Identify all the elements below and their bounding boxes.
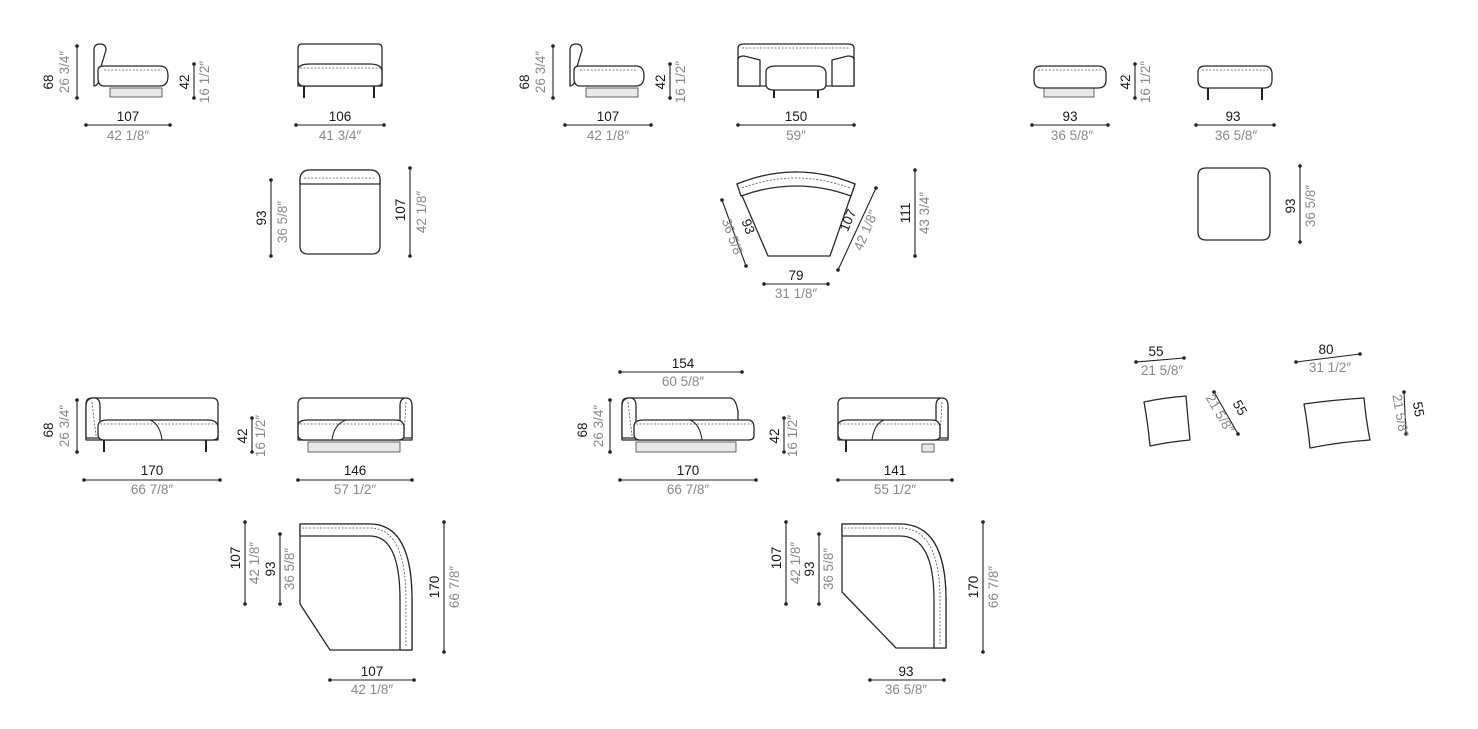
module-4-depth-cm: 146	[344, 463, 367, 478]
module-3-front-view	[1194, 65, 1276, 127]
module-5-width-in: 66 7/8″	[667, 482, 710, 497]
module-5-plan-a-in: 42 1/8″	[788, 542, 803, 585]
module-1-height-in: 26 3/4″	[57, 51, 72, 94]
module-4-plan-c-in: 66 7/8″	[447, 566, 462, 609]
module-5-side-view	[836, 397, 954, 482]
module-1-width-in: 41 3/4″	[319, 128, 362, 143]
module-5-top-in: 60 5/8″	[662, 374, 705, 389]
module-1: 68 26 3/4″ 42 16 1/2″ 107 42 1/8″ 106 41…	[41, 43, 429, 258]
module-2-height-cm: 68	[517, 74, 532, 89]
module-2-plan-depth-cm: 111	[898, 203, 913, 224]
module-3-side-view	[1030, 62, 1137, 127]
module-3: 42 16 1/2″ 93 36 5/8″ 93 36 5/8″ 93 36 5…	[1030, 61, 1318, 244]
module-5-plan-b-cm: 93	[802, 561, 817, 576]
module-2-plan-depth-in: 43 3/4″	[917, 192, 932, 235]
cushion-large-width-cm: 80	[1318, 342, 1333, 357]
module-1-seat-cm: 42	[177, 74, 192, 89]
module-5-seat-cm: 42	[767, 428, 782, 443]
module-3-plan-depth-in: 36 5/8″	[1303, 185, 1318, 228]
module-3-depth-cm: 93	[1062, 109, 1077, 124]
module-5-plan-b-in: 36 5/8″	[821, 548, 836, 591]
module-3-width-in: 36 5/8″	[1215, 128, 1258, 143]
module-1-plan-depth2-cm: 107	[393, 199, 408, 222]
module-3-plan-depth-cm: 93	[1283, 198, 1298, 213]
module-5: 154 60 5/8″ 68 26 3/4″ 42 16 1/2″ 170 66…	[575, 356, 1001, 697]
cushion-large	[1294, 352, 1408, 449]
module-4-plan-width-cm: 107	[361, 664, 384, 679]
module-2-side-view	[551, 43, 672, 127]
module-2-plan-view	[720, 168, 917, 286]
module-5-plan-c-cm: 170	[966, 576, 981, 599]
module-1-plan-depth-cm: 93	[254, 210, 269, 225]
module-4: 68 26 3/4″ 170 66 7/8″ 42 16 1/2″ 146 57…	[41, 397, 462, 697]
module-4-plan-b-in: 36 5/8″	[282, 548, 297, 591]
module-5-depth-cm: 141	[884, 463, 907, 478]
module-5-front-view	[608, 370, 786, 482]
module-4-height-cm: 68	[41, 422, 56, 437]
cushion-large-width-in: 31 1/2″	[1309, 360, 1352, 375]
cushion-small-width-cm: 55	[1148, 344, 1163, 359]
module-2-depth-in: 42 1/8″	[587, 128, 630, 143]
cushion-small-height-in: 21 5/8″	[1203, 392, 1237, 436]
module-2-width-in: 59″	[786, 128, 806, 143]
module-2-depth-cm: 107	[597, 109, 620, 124]
module-5-plan-width-cm: 93	[898, 664, 913, 679]
module-5-height-in: 26 3/4″	[591, 405, 606, 448]
module-4-plan-a-in: 42 1/8″	[247, 542, 262, 585]
module-1-depth-cm: 107	[117, 109, 140, 124]
module-5-width-cm: 170	[677, 463, 700, 478]
module-1-depth-in: 42 1/8″	[107, 128, 150, 143]
module-5-height-cm: 68	[575, 422, 590, 437]
module-3-width-cm: 93	[1225, 109, 1240, 124]
module-2-width-cm: 150	[785, 109, 808, 124]
module-5-top-cm: 154	[672, 356, 695, 371]
module-5-plan-c-in: 66 7/8″	[986, 566, 1001, 609]
module-4-plan-c-cm: 170	[427, 576, 442, 599]
module-4-width-cm: 170	[141, 463, 164, 478]
module-4-depth-in: 57 1/2″	[334, 482, 377, 497]
module-4-width-in: 66 7/8″	[131, 482, 174, 497]
module-4-height-in: 26 3/4″	[57, 405, 72, 448]
module-2-seat-cm: 42	[653, 74, 668, 89]
module-5-depth-in: 55 1/2″	[874, 482, 917, 497]
module-2-plan-side-a-cm: 93	[739, 217, 758, 236]
module-1-seat-in: 16 1/2″	[197, 61, 212, 104]
module-1-side-view	[75, 43, 196, 127]
module-5-plan-view	[784, 520, 985, 682]
module-1-height-cm: 68	[41, 74, 56, 89]
module-3-plan-view	[1197, 164, 1302, 244]
module-3-depth-in: 36 5/8″	[1051, 128, 1094, 143]
module-2-plan-width-cm: 79	[788, 268, 803, 283]
cushion-small-width-in: 21 5/8″	[1141, 363, 1184, 378]
module-1-plan-depth-in: 36 5/8″	[275, 201, 290, 244]
module-4-plan-view	[243, 520, 446, 682]
module-2-height-in: 26 3/4″	[533, 51, 548, 94]
module-2-plan-width-in: 31 1/8″	[775, 286, 818, 301]
cushion-small-height-cm: 55	[1230, 397, 1251, 418]
module-4-plan-width-in: 42 1/8″	[351, 682, 394, 697]
module-5-seat-in: 16 1/2″	[785, 415, 800, 458]
cushion-small	[1134, 356, 1240, 447]
module-4-front-view	[75, 397, 222, 482]
module-3-seat-cm: 42	[1118, 74, 1133, 89]
module-1-front-view	[294, 43, 386, 127]
module-5-plan-width-in: 36 5/8″	[885, 682, 928, 697]
module-5-plan-a-cm: 107	[769, 547, 784, 570]
cushion-large-height-cm: 55	[1410, 401, 1427, 418]
module-4-seat-in: 16 1/2″	[253, 415, 268, 458]
module-2-front-view	[736, 43, 856, 127]
module-4-plan-a-cm: 107	[228, 547, 243, 570]
cushion-large-height-in: 21 5/8″	[1389, 393, 1411, 437]
module-1-width-cm: 106	[329, 109, 352, 124]
module-2-seat-in: 16 1/2″	[673, 61, 688, 104]
module-3-seat-in: 16 1/2″	[1138, 61, 1153, 104]
module-4-seat-cm: 42	[235, 428, 250, 443]
module-1-plan-view	[269, 166, 412, 258]
module-4-plan-b-cm: 93	[263, 561, 278, 576]
module-2: 68 26 3/4″ 42 16 1/2″ 107 42 1/8″ 150 59…	[517, 43, 932, 301]
module-4-side-view	[250, 397, 414, 482]
module-1-plan-depth2-in: 42 1/8″	[414, 191, 429, 234]
